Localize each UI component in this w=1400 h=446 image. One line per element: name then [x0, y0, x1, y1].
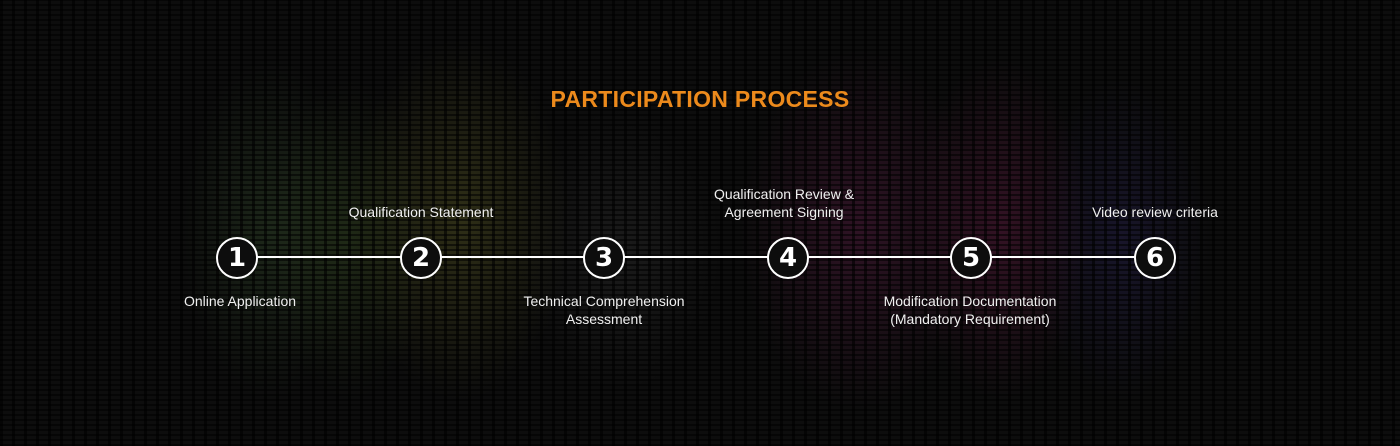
step-1-label: Online Application: [183, 293, 297, 309]
page-title: PARTICIPATION PROCESS: [550, 86, 850, 112]
step-3-circle: 3: [583, 237, 625, 279]
step-5-label: Modification Documentation (Mandatory Re…: [883, 293, 1057, 327]
step-4-circle: 4: [767, 237, 809, 279]
step-2-label: Qualification Statement: [348, 204, 494, 220]
step-4-label: Qualification Review & Agreement Signing: [713, 186, 855, 220]
step-3-label: Technical Comprehension Assessment: [523, 293, 685, 327]
step-2-circle: 2: [400, 237, 442, 279]
step-5-circle: 5: [950, 237, 992, 279]
step-6-label: Video review criteria: [1092, 204, 1218, 220]
step-1-circle: 1: [216, 237, 258, 279]
timeline-connector: [237, 256, 1155, 258]
step-6-circle: 6: [1134, 237, 1176, 279]
